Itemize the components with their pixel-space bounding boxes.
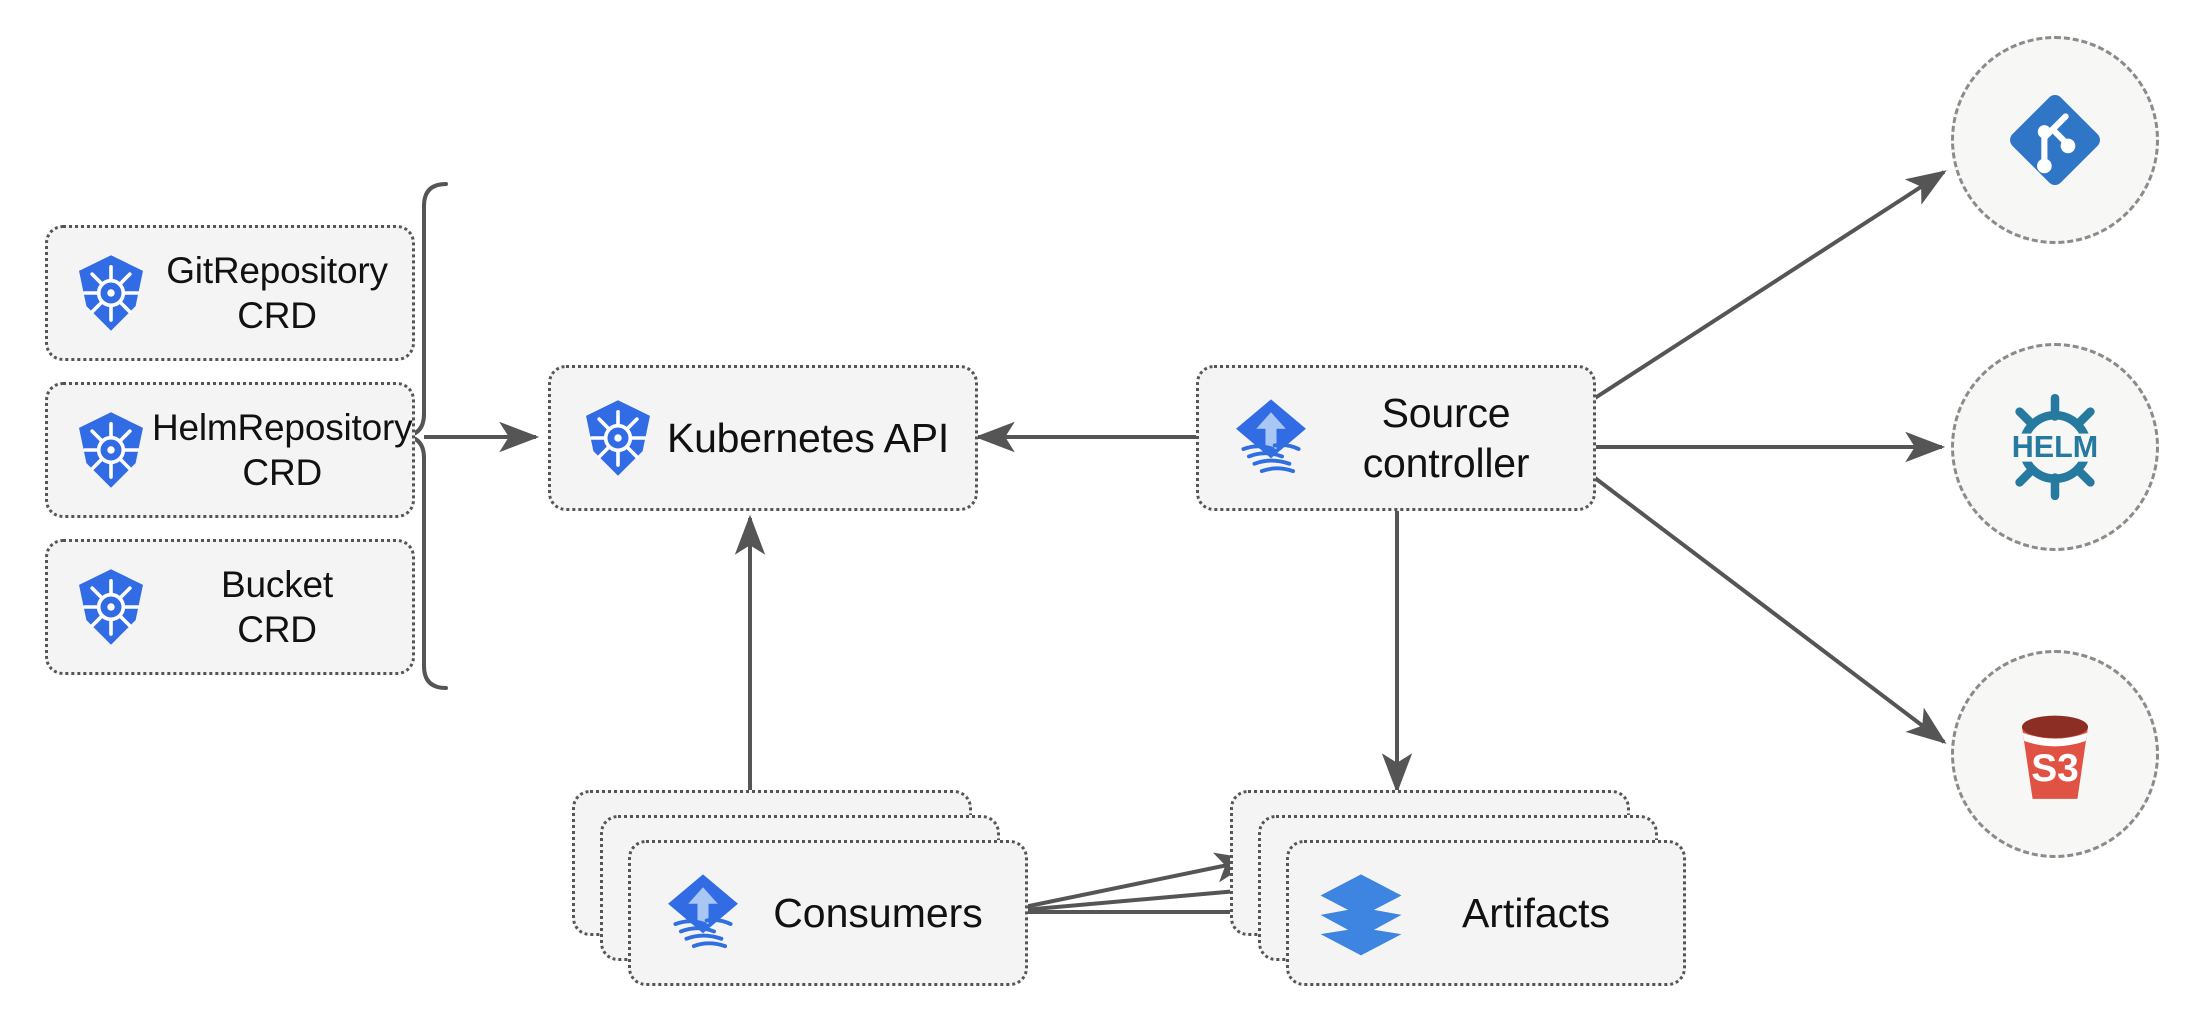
node-label: Kubernetes API <box>666 414 950 461</box>
node-helmrepository-crd[interactable]: HelmRepository CRD <box>45 382 415 518</box>
kubernetes-icon <box>586 400 650 476</box>
edge-source-controller-to-s3 <box>1593 476 1947 744</box>
node-label: GitRepository CRD <box>166 249 388 336</box>
s3-icon: S3 <box>2021 715 2089 799</box>
kubernetes-icon <box>79 412 143 488</box>
helm-wordmark: HELM <box>2012 430 2098 464</box>
layers-icon <box>1320 874 1402 956</box>
edge-consumers-to-artifacts-1 <box>999 852 1256 914</box>
git-icon <box>2010 95 2100 185</box>
flux-icon <box>1236 399 1306 474</box>
node-source-controller[interactable]: Source controller <box>1196 365 1596 511</box>
node-label: HelmRepository CRD <box>152 406 413 493</box>
node-label: Consumers <box>773 889 983 936</box>
node-label: Bucket CRD <box>221 563 333 650</box>
node-gitrepository-crd[interactable]: GitRepository CRD <box>45 225 415 361</box>
node-s3-source[interactable]: S3 <box>1951 650 2159 858</box>
consumers-card-front[interactable]: Consumers <box>628 840 1028 986</box>
node-label: Source controller <box>1362 389 1530 486</box>
s3-wordmark: S3 <box>2031 747 2079 790</box>
node-kubernetes-api[interactable]: Kubernetes API <box>548 365 978 511</box>
kubernetes-icon <box>79 569 143 645</box>
flux-icon <box>668 874 738 949</box>
helm-icon: HELM <box>2003 393 2107 501</box>
node-label: Artifacts <box>1461 889 1611 936</box>
edge-source-controller-to-git <box>1593 170 1947 400</box>
node-helm-source[interactable]: HELM <box>1951 343 2159 551</box>
artifacts-card-front[interactable]: Artifacts <box>1286 840 1686 986</box>
node-bucket-crd[interactable]: Bucket CRD <box>45 539 415 675</box>
node-git-source[interactable] <box>1951 36 2159 244</box>
kubernetes-icon <box>79 255 143 331</box>
